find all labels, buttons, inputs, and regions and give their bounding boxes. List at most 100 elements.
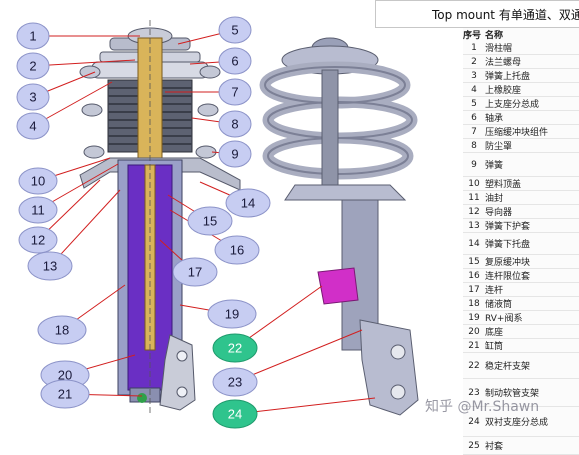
callout-label: 8 xyxy=(231,117,238,132)
callout-label: 13 xyxy=(43,259,57,274)
callout-bubble xyxy=(37,315,87,345)
row-part-name: 导向器 xyxy=(485,204,579,219)
row-number: 6 xyxy=(463,110,485,125)
header-name: 名称 xyxy=(485,31,504,41)
callout-bubble xyxy=(16,22,50,50)
callout-bubble xyxy=(218,16,252,44)
callout-label: 6 xyxy=(231,54,238,69)
watermark: 知乎 @Mr.Shawn xyxy=(425,399,540,415)
row-part-name: 塑料顶盖 xyxy=(485,176,579,191)
callout-label: 14 xyxy=(241,196,255,211)
callout-bubble xyxy=(16,83,50,111)
callout-label: 24 xyxy=(228,407,242,422)
leader-line xyxy=(32,59,136,67)
row-part-name: 弹簧下托盘 xyxy=(485,232,579,255)
row-number: 8 xyxy=(463,138,485,153)
callout-label: 23 xyxy=(228,375,242,390)
callout-label: 20 xyxy=(58,368,72,383)
table-header-row: 序号 名称 xyxy=(463,28,579,41)
callout-label: 7 xyxy=(231,85,238,100)
leader-line xyxy=(234,397,376,415)
row-number: 13 xyxy=(463,218,485,233)
callout-label: 18 xyxy=(55,323,69,338)
row-number: 21 xyxy=(463,338,485,353)
row-number: 22 xyxy=(463,352,485,379)
row-number: 1 xyxy=(463,41,485,55)
row-number: 18 xyxy=(463,296,485,311)
row-part-name: 油封 xyxy=(485,190,579,205)
callout-label: 21 xyxy=(58,387,72,402)
row-part-name: 稳定杆支架 xyxy=(485,352,579,379)
stabilizer-bracket xyxy=(317,267,359,305)
callout-bubble xyxy=(172,257,218,287)
row-part-name: 轴承 xyxy=(485,110,579,125)
row-number: 16 xyxy=(463,268,485,283)
row-number: 11 xyxy=(463,190,485,205)
row-part-name: 弹簧下护套 xyxy=(485,218,579,233)
callout-label: 19 xyxy=(225,307,239,322)
callout-bubble xyxy=(207,299,257,329)
leader-line xyxy=(49,189,121,267)
callout-label: 22 xyxy=(228,341,242,356)
row-number: 14 xyxy=(463,232,485,255)
cross-section-view xyxy=(79,20,241,415)
row-number: 3 xyxy=(463,68,485,83)
row-part-name: 上橡胶座 xyxy=(485,82,579,97)
callout-label: 10 xyxy=(31,174,45,189)
leader-line xyxy=(234,329,363,383)
callout-bubble xyxy=(187,206,233,236)
callout-bubble xyxy=(218,140,252,168)
title-box: Top mount 有单通道、双通 xyxy=(375,0,579,28)
row-part-name: 制动软管支架 xyxy=(485,378,579,407)
row-number: 17 xyxy=(463,282,485,297)
row-part-name: 连杆 xyxy=(485,282,579,297)
callout-label: 16 xyxy=(230,243,244,258)
callout-bubble xyxy=(40,379,90,409)
row-number: 23 xyxy=(463,378,485,407)
callout-bubble xyxy=(214,235,260,265)
row-part-name: 弹簧上托盘 xyxy=(485,68,579,83)
callout-label: 4 xyxy=(29,119,36,134)
callout-label: 2 xyxy=(29,59,36,74)
row-number: 9 xyxy=(463,152,485,177)
row-number: 2 xyxy=(463,54,485,69)
callout-bubble xyxy=(225,188,271,218)
callout-bubble xyxy=(212,399,258,429)
row-number: 5 xyxy=(463,96,485,111)
assembled-3d-view xyxy=(259,37,419,416)
row-part-name: 储液筒 xyxy=(485,296,579,311)
row-part-name: 压缩缓冲块组件 xyxy=(485,124,579,139)
row-number: 10 xyxy=(463,176,485,191)
callout-bubble xyxy=(212,333,258,363)
row-part-name: 底座 xyxy=(485,324,579,339)
row-number: 7 xyxy=(463,124,485,139)
callout-bubble xyxy=(27,251,73,281)
callout-label: 17 xyxy=(188,265,202,280)
row-part-name: 缸筒 xyxy=(485,338,579,353)
callout-bubble xyxy=(18,226,58,254)
row-part-name: 上支座分总成 xyxy=(485,96,579,111)
callout-label: 12 xyxy=(31,233,45,248)
row-number: 25 xyxy=(463,436,485,455)
callout-bubble xyxy=(218,47,252,75)
callout-label: 5 xyxy=(231,23,238,38)
